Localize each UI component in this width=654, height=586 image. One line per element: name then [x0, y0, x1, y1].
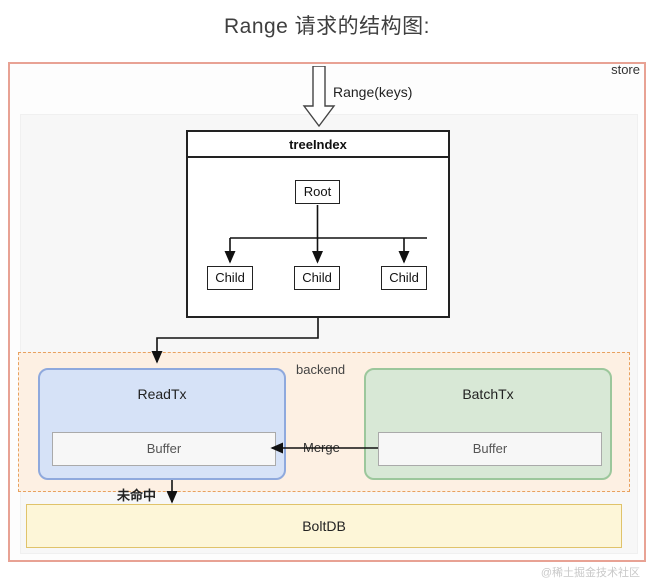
watermark: @稀土掘金技术社区 — [540, 567, 640, 579]
range-request-label: Range(keys) — [333, 84, 413, 100]
readtx-container: ReadTx Buffer — [38, 368, 286, 480]
range-request-arrow-icon — [302, 66, 336, 128]
readtx-buffer: Buffer — [52, 432, 276, 466]
readtx-title: ReadTx — [137, 386, 187, 402]
treeindex-root-node: Root — [295, 180, 340, 204]
backend-label: backend — [296, 362, 346, 377]
treeindex-child-node-3: Child — [381, 266, 427, 290]
treeindex-title: treeIndex — [188, 132, 448, 158]
treeindex-child-node-1: Child — [207, 266, 253, 290]
batchtx-buffer: Buffer — [378, 432, 602, 466]
page-title: Range 请求的结构图: — [223, 15, 431, 38]
store-label: store — [611, 62, 640, 77]
merge-label: Merge — [303, 440, 340, 455]
batchtx-title: BatchTx — [462, 386, 514, 402]
cache-miss-label: 未命中 — [117, 488, 157, 503]
batchtx-container: BatchTx Buffer — [364, 368, 612, 480]
treeindex-child-node-2: Child — [294, 266, 340, 290]
boltdb-container: BoltDB — [26, 504, 622, 548]
